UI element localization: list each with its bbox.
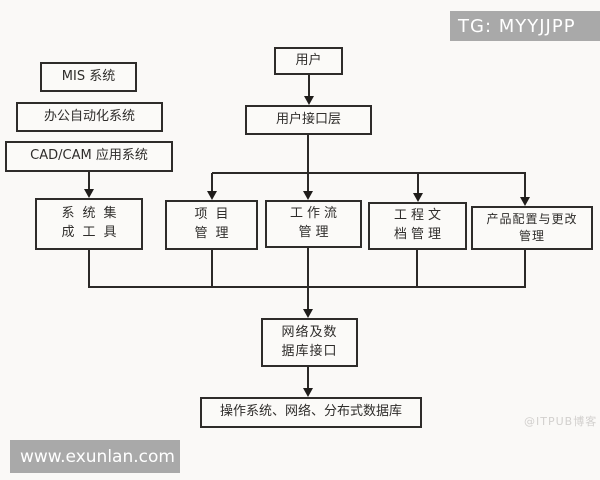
branch-bar-line: [212, 172, 526, 174]
node-label-line1: 工作流: [289, 206, 341, 222]
node-label-line2: 成工具: [61, 225, 125, 240]
node-system-integration-tools: 系统集 成工具: [35, 198, 143, 250]
node-office-automation-system: 办公自动化系统: [16, 102, 163, 132]
node-label: 操作系统、网络、分布式数据库: [219, 404, 402, 420]
node-label: 办公自动化系统: [43, 108, 135, 124]
node-label-line2: 管理: [298, 225, 333, 240]
node-label: CAD/CAM 应用系统: [30, 148, 148, 164]
node-cadcam-application-system: CAD/CAM 应用系统: [5, 141, 173, 172]
node-engineering-document-management: 工程文 档管理: [368, 202, 467, 250]
arrowhead-down-icon: [303, 388, 313, 397]
connector-line: [307, 248, 309, 288]
site-watermark-banner: www.exunlan.com: [10, 440, 180, 473]
node-network-database-interface: 网络及数 据库接口: [261, 318, 358, 367]
connector-line: [211, 173, 213, 192]
connector-line: [416, 250, 418, 288]
arrowhead-down-icon: [303, 191, 313, 200]
node-label-line2: 管理: [518, 229, 545, 243]
node-label-line1: 产品配置与更改: [486, 211, 578, 226]
itpub-watermark: @ITPUB博客: [524, 415, 598, 428]
node-label-line2: 档管理: [393, 227, 445, 242]
connector-line: [88, 172, 90, 190]
node-product-configuration-change-management: 产品配置与更改 管理: [471, 206, 593, 250]
node-label: MIS 系统: [61, 68, 116, 84]
connector-line: [307, 135, 309, 174]
arrowhead-down-icon: [207, 191, 217, 200]
arrowhead-down-icon: [304, 96, 314, 105]
connector-line: [308, 75, 310, 97]
node-label-line1: 工程文: [393, 208, 445, 224]
node-user-interface-layer: 用户接口层: [245, 105, 372, 135]
node-project-management: 项目 管理: [165, 200, 258, 250]
connector-line: [524, 250, 526, 288]
arrowhead-down-icon: [413, 193, 423, 202]
arrowhead-down-icon: [520, 197, 530, 206]
arrowhead-down-icon: [303, 309, 313, 318]
connector-line: [307, 287, 309, 310]
node-workflow-management: 工作流 管理: [265, 200, 362, 248]
tg-watermark-badge: TG: MYYJJPP: [450, 11, 600, 41]
connector-line: [524, 173, 526, 198]
node-mis-system: MIS 系统: [40, 62, 137, 92]
node-label-line1: 网络及数: [281, 324, 338, 340]
connector-line: [307, 367, 309, 389]
node-label-line1: 系统集: [61, 206, 125, 222]
connector-line: [211, 250, 213, 288]
node-label-line1: 项目: [194, 207, 237, 223]
connector-line: [88, 250, 90, 288]
connector-line: [307, 173, 309, 192]
node-label: 用户: [295, 52, 322, 68]
node-label-line2: 管理: [194, 226, 237, 241]
connector-line: [417, 173, 419, 194]
node-user: 用户: [274, 47, 343, 75]
arrowhead-down-icon: [84, 189, 94, 198]
node-os-network-distributed-database: 操作系统、网络、分布式数据库: [200, 397, 422, 428]
node-label-line2: 据库接口: [281, 343, 338, 359]
node-label: 用户接口层: [275, 111, 341, 127]
